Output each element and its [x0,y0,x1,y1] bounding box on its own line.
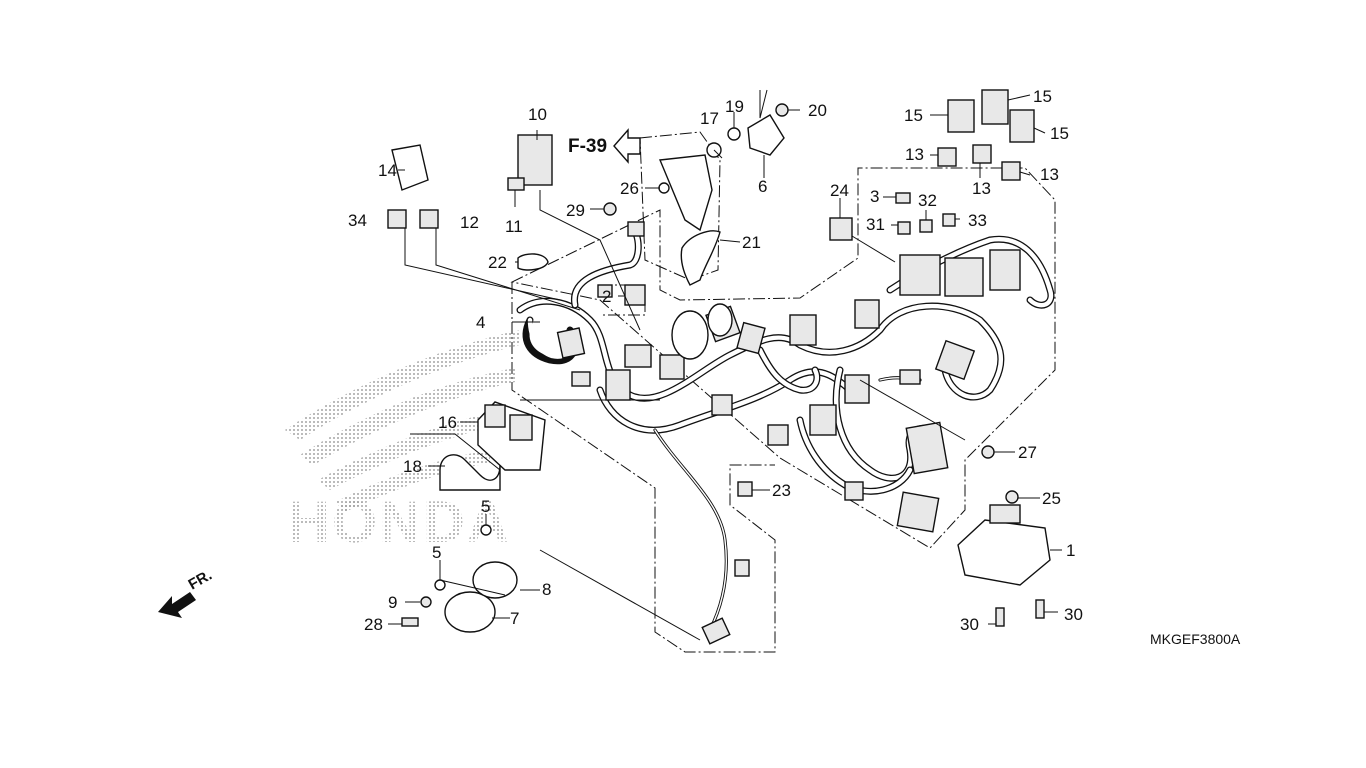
callout-8: 8 [542,580,551,599]
part-15-relay-c [1009,109,1035,143]
part-1-control-unit [957,504,1062,586]
callout-25: 25 [1042,489,1061,508]
reference-f39: F-39 [568,128,641,164]
part-19-collar [727,127,741,141]
fr-arrow-icon [158,592,196,618]
callout-29: 29 [566,201,585,220]
part-16-module [477,401,546,471]
callout-6: 6 [758,177,767,196]
callout-30b: 30 [1064,605,1083,624]
callout-33: 33 [968,211,987,230]
part-20-nut [775,103,789,117]
part-10-unit [517,134,553,186]
callout-13b: 13 [972,179,991,198]
part-12-relay [419,209,439,229]
watermark-text: HONDA [288,490,511,555]
callout-24: 24 [830,181,849,200]
main-harness [516,221,1055,645]
part-7-horn [439,561,518,633]
part-34-relay [387,209,407,229]
callout-12: 12 [460,213,479,232]
part-2-relay [624,284,646,306]
callout-14: 14 [378,161,397,180]
fr-label: FR. [186,567,215,594]
callouts: 1 2 3 4 5 5 6 7 8 9 10 11 12 13 13 13 14… [348,87,1083,634]
part-15-relay-b [981,89,1009,125]
callout-5b: 5 [432,543,441,562]
callout-16: 16 [438,413,457,432]
part-24-holder [829,217,853,241]
part-18-bracket [439,454,501,491]
part-26-washer [658,182,670,194]
callout-32: 32 [918,191,937,210]
part-32-fuse [919,219,933,233]
part-28-bolt [401,617,419,627]
part-14-relay [391,144,429,191]
callout-13c: 13 [1040,165,1059,184]
part-21-cover [680,230,721,286]
part-22-band [517,253,549,271]
callout-1: 1 [1066,541,1075,560]
callout-7: 7 [510,609,519,628]
callout-15b: 15 [1033,87,1052,106]
leader-lines [388,89,1058,641]
callout-17: 17 [700,109,719,128]
callout-3: 3 [870,187,879,206]
part-15-relay-a [947,99,975,133]
callout-30a: 30 [960,615,979,634]
callout-11: 11 [505,217,523,236]
part-11-clip [507,177,525,191]
callout-9: 9 [388,593,397,612]
stay-bracket [658,154,713,232]
diagram-code: MKGEF3800A [1150,631,1241,647]
part-30-bolt-a [995,607,1005,627]
part-9-nut [420,596,432,608]
part-29-bolt [603,202,617,216]
part-3-fuse [895,192,911,204]
callout-18: 18 [403,457,422,476]
direction-arrow: FR. [158,567,215,618]
part-5-washer-b [434,579,446,591]
part-30-bolt-b [1035,599,1045,619]
part-31-fuse [897,221,911,235]
callout-28: 28 [364,615,383,634]
part-5-washer-a [480,524,492,536]
callout-27: 27 [1018,443,1037,462]
callout-26: 26 [620,179,639,198]
callout-22: 22 [488,253,507,272]
callout-19: 19 [725,97,744,116]
part-23-clip [737,481,753,497]
part-6-sensor [747,114,785,156]
callout-15c: 15 [1050,124,1069,143]
part-13-relay-a [937,147,957,167]
part-13-relay-c [1001,161,1021,181]
part-25-nut [1005,490,1019,504]
reference-label: F-39 [568,136,607,157]
callout-15a: 15 [904,106,923,125]
callout-31: 31 [866,215,885,234]
callout-4: 4 [476,313,485,332]
callout-13a: 13 [905,145,924,164]
callout-21: 21 [742,233,761,252]
part-33-fuse [942,213,956,227]
callout-23: 23 [772,481,791,500]
honda-watermark: HONDA [285,330,520,555]
part-27-bolt [981,445,995,459]
part-13-relay-b [972,144,992,164]
callout-10: 10 [528,105,547,124]
callout-34: 34 [348,211,367,230]
callout-2: 2 [602,287,611,306]
callout-5a: 5 [481,497,490,516]
callout-20: 20 [808,101,827,120]
